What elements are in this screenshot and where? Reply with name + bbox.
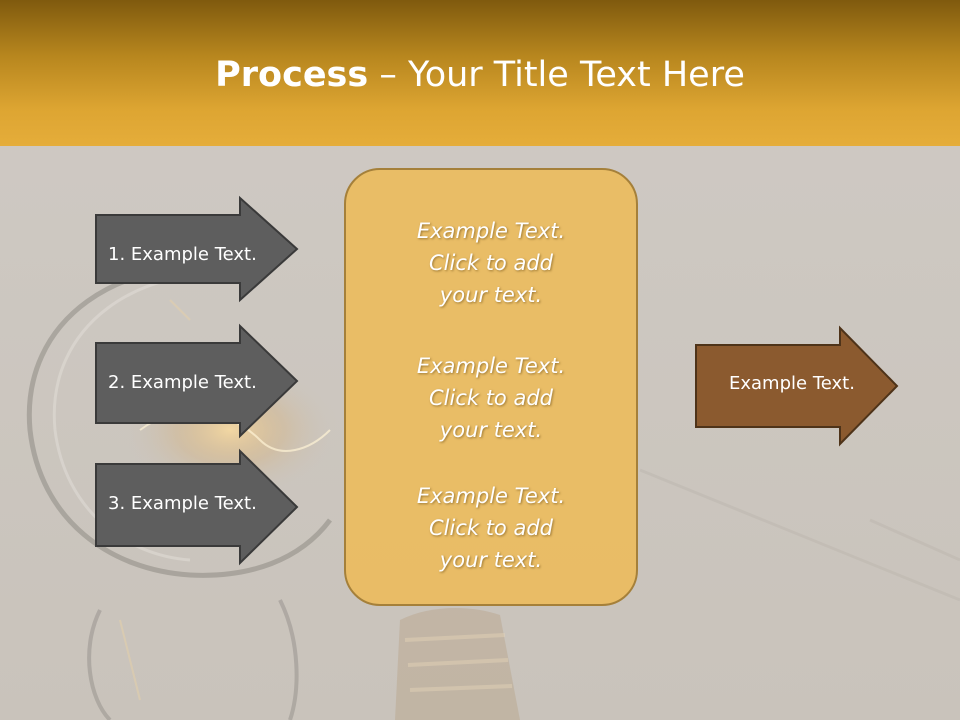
- process-step-arrow-1[interactable]: [95, 195, 299, 303]
- result-arrow[interactable]: [695, 325, 899, 447]
- center-paragraph-2-line-3: your text.: [439, 418, 543, 442]
- center-paragraph-1-line-2: Click to add: [428, 251, 553, 275]
- process-step-label-1: 1. Example Text.: [108, 244, 257, 265]
- center-paragraph-2-line-2: Click to add: [428, 386, 553, 410]
- process-step-arrow-2[interactable]: [95, 323, 299, 439]
- center-paragraph-3-line-1: Example Text.: [416, 484, 566, 508]
- slide-title[interactable]: Process – Your Title Text Here: [0, 50, 960, 100]
- process-step-label-2: 2. Example Text.: [108, 372, 257, 393]
- center-paragraph-3-line-2: Click to add: [428, 516, 553, 540]
- process-step-arrow-3[interactable]: [95, 448, 299, 566]
- process-step-label-3: 3. Example Text.: [108, 493, 257, 514]
- center-paragraph-1: Example Text. Click to add your text.: [346, 215, 636, 311]
- title-rest-text: – Your Title Text Here: [368, 55, 745, 95]
- result-arrow-label: Example Text.: [729, 373, 855, 394]
- center-paragraph-1-line-3: your text.: [439, 283, 543, 307]
- center-paragraph-2-line-1: Example Text.: [416, 354, 566, 378]
- center-paragraph-3-line-3: your text.: [439, 548, 543, 572]
- center-paragraph-1-line-1: Example Text.: [416, 219, 566, 243]
- center-paragraph-2: Example Text. Click to add your text.: [346, 350, 636, 446]
- center-paragraph-3: Example Text. Click to add your text.: [346, 480, 636, 576]
- title-bar: Process – Your Title Text Here: [0, 0, 960, 146]
- title-bold-text: Process: [215, 55, 369, 95]
- center-text-box[interactable]: Example Text. Click to add your text. Ex…: [344, 168, 638, 606]
